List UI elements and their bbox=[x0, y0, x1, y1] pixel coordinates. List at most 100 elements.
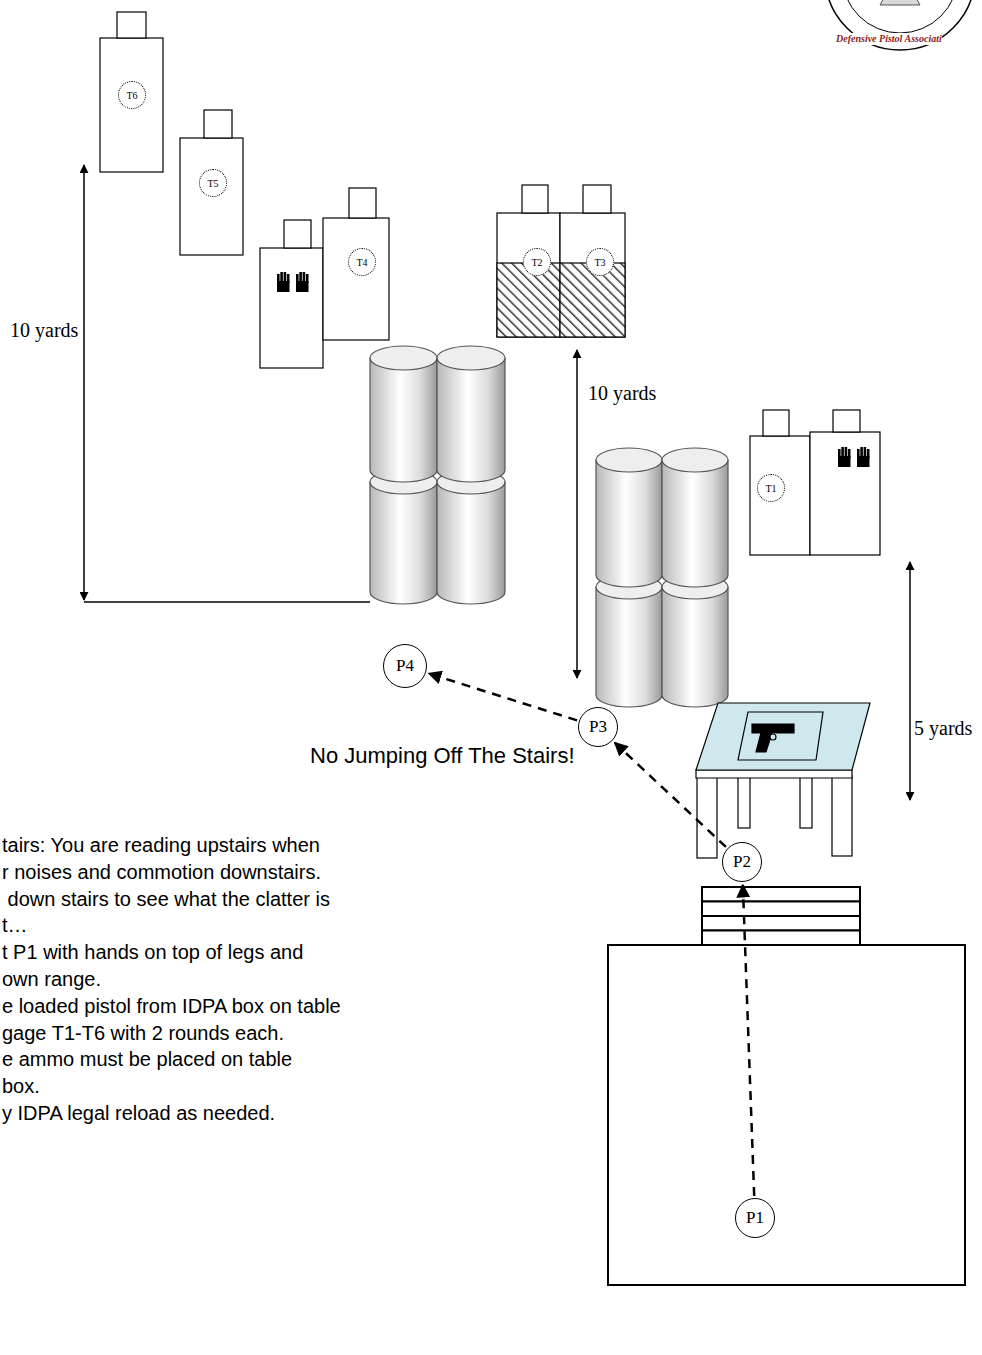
target-head bbox=[583, 185, 611, 213]
shooting-position: P3 bbox=[578, 707, 618, 747]
briefing-line: box. bbox=[2, 1074, 40, 1098]
target-head bbox=[117, 12, 146, 38]
target-head bbox=[763, 410, 789, 436]
node-label: T1 bbox=[765, 483, 776, 494]
shooting-position: P2 bbox=[722, 842, 762, 882]
stairs bbox=[608, 887, 965, 1285]
node-label: T3 bbox=[594, 257, 605, 268]
node-label: P3 bbox=[589, 717, 607, 737]
trigger-guard bbox=[770, 734, 776, 740]
dimension-label: 10 yards bbox=[10, 318, 78, 342]
targets bbox=[100, 12, 880, 555]
briefing-line: down stairs to see what the clatter is bbox=[2, 887, 330, 911]
target-head bbox=[349, 188, 376, 218]
barrel bbox=[662, 460, 728, 587]
table-leg bbox=[738, 776, 750, 828]
barrel-stacks bbox=[370, 346, 728, 707]
briefing-line: y IDPA legal reload as needed. bbox=[2, 1101, 275, 1125]
dimension-label: 5 yards bbox=[914, 716, 972, 740]
target-zone: T5 bbox=[199, 169, 227, 197]
table-top bbox=[696, 703, 870, 770]
briefing-line: t P1 with hands on top of legs and bbox=[2, 940, 303, 964]
node-label: T4 bbox=[356, 257, 367, 268]
hard-cover bbox=[497, 263, 560, 337]
stair-step bbox=[702, 931, 860, 946]
warning-note: No Jumping Off The Stairs! bbox=[310, 743, 575, 769]
target-body bbox=[560, 213, 625, 337]
briefing-line: tairs: You are reading upstairs when bbox=[2, 833, 320, 857]
target-body bbox=[100, 38, 163, 172]
dimension-line bbox=[576, 350, 578, 678]
dimension-line bbox=[83, 165, 85, 600]
target-body bbox=[497, 213, 560, 337]
barrel bbox=[596, 587, 662, 707]
movement-arrow bbox=[615, 743, 726, 847]
logo-inner-ring bbox=[842, 0, 958, 33]
barrel bbox=[437, 358, 505, 482]
target-zone: T2 bbox=[523, 248, 551, 276]
shooting-position: P4 bbox=[383, 644, 427, 688]
logo-figure bbox=[880, 0, 920, 5]
briefing-line: r noises and commotion downstairs. bbox=[2, 860, 321, 884]
shooting-position: P1 bbox=[735, 1198, 775, 1238]
dimensions bbox=[84, 165, 910, 800]
no-shoot-hand bbox=[838, 447, 851, 467]
target-body bbox=[323, 218, 389, 340]
barrel bbox=[370, 482, 437, 604]
logo-text: Defensive Pistol Associati bbox=[836, 33, 942, 45]
barrel-top bbox=[662, 448, 728, 472]
node-label: P4 bbox=[396, 656, 414, 676]
node-label: P2 bbox=[733, 852, 751, 872]
node-label: T6 bbox=[126, 90, 137, 101]
barrel bbox=[662, 587, 728, 707]
no-shoot-body bbox=[810, 432, 880, 555]
target-zone: T3 bbox=[586, 248, 614, 276]
briefing-line: t… bbox=[2, 913, 28, 937]
target-zone: T4 bbox=[348, 248, 376, 276]
barrel-top bbox=[370, 346, 437, 370]
target-zone: T6 bbox=[118, 81, 146, 109]
table-edge bbox=[696, 770, 852, 778]
pistol bbox=[752, 724, 794, 752]
no-shoot-hand bbox=[857, 447, 870, 467]
movement-arrow bbox=[429, 674, 577, 721]
logo bbox=[825, 0, 975, 50]
node-label: T2 bbox=[531, 257, 542, 268]
target-body bbox=[750, 436, 810, 555]
node-label: P1 bbox=[746, 1208, 764, 1228]
upstairs-room bbox=[608, 945, 965, 1285]
no-shoot-body bbox=[260, 248, 323, 368]
movement-arrow bbox=[743, 885, 754, 1196]
barrel bbox=[370, 358, 437, 482]
table-leg bbox=[800, 776, 812, 828]
table-leg bbox=[832, 776, 852, 856]
target-body bbox=[180, 138, 243, 255]
table-leg bbox=[697, 776, 717, 858]
extension-line bbox=[84, 601, 370, 603]
barrel bbox=[596, 460, 662, 587]
barrel-top bbox=[596, 448, 662, 472]
briefing-line: gage T1-T6 with 2 rounds each. bbox=[2, 1021, 284, 1045]
target-zone: T1 bbox=[757, 474, 785, 502]
no-shoot-hand bbox=[277, 272, 290, 292]
dimension-line bbox=[909, 562, 911, 800]
no-shoot-head bbox=[284, 220, 311, 248]
stair-step bbox=[702, 887, 860, 902]
barrel bbox=[437, 482, 505, 604]
no-shoot-hand bbox=[296, 272, 309, 292]
pistol-box bbox=[738, 712, 823, 760]
target-head bbox=[522, 185, 548, 213]
stair-step bbox=[702, 916, 860, 931]
target-head bbox=[204, 110, 232, 138]
table bbox=[696, 703, 870, 858]
no-shoot-head bbox=[833, 410, 860, 432]
dimension-label: 10 yards bbox=[588, 381, 656, 405]
logo-ring bbox=[825, 0, 975, 50]
briefing-line: own range. bbox=[2, 967, 101, 991]
node-label: T5 bbox=[207, 178, 218, 189]
briefing-line: e loaded pistol from IDPA box on table bbox=[2, 994, 341, 1018]
